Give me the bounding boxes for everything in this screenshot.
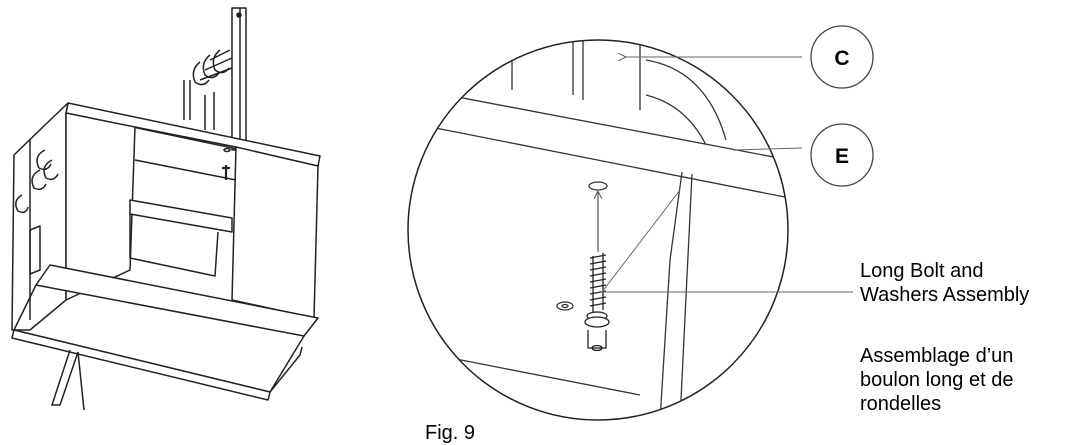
- cabinet-overview-drawing: [11, 7, 321, 411]
- bolt-label-english: Long Bolt and Washers Assembly: [860, 259, 1088, 307]
- zoom-detail-circle: [407, 39, 789, 421]
- bolt-label-fr-line2: boulon long et de: [860, 369, 1014, 391]
- bolt-label-fr-line1: Assemblage d’un: [860, 345, 1014, 367]
- leader-lines: [601, 57, 853, 293]
- callout-e: E: [810, 123, 874, 187]
- callout-c: C: [810, 25, 874, 89]
- callout-c-label: C: [834, 47, 849, 70]
- figure-caption: Fig. 9: [425, 422, 476, 444]
- callout-e-label: E: [835, 145, 849, 168]
- bolt-label-french: Assemblage d’un boulon long et de rondel…: [860, 344, 1088, 416]
- bolt-label-en-line2: Washers Assembly: [860, 284, 1030, 306]
- bolt-label-en-line1: Long Bolt and: [860, 260, 984, 282]
- bolt-icon: [584, 253, 610, 352]
- bolt-label-fr-line3: rondelles: [860, 393, 942, 415]
